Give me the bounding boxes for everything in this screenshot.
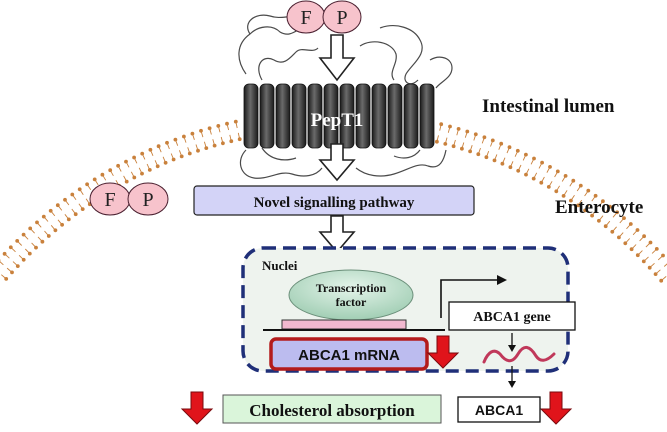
gene-to-mrna-arrow (508, 333, 516, 352)
cholesterol-absorption-box: Cholesterol absorption (222, 394, 442, 424)
mrna-wave (482, 346, 556, 364)
intestinal-lumen-label: Intestinal lumen (482, 96, 615, 117)
pept1-label: PepT1 (311, 110, 364, 131)
svg-text:Cholesterol absorption: Cholesterol absorption (249, 401, 415, 420)
molecule-f-left: F (89, 182, 131, 216)
abca1-decrease-arrow (539, 391, 573, 425)
pept1-transmembrane-helices (243, 83, 435, 149)
svg-text:ABCA1 gene: ABCA1 gene (473, 310, 550, 325)
abca1-mrna-box: ABCA1 mRNA (269, 337, 429, 371)
transcription-factor: Transcription factor (288, 269, 414, 321)
dna-strand (263, 275, 507, 331)
hollow-arrow-into-transporter (318, 34, 356, 82)
svg-text:F: F (300, 7, 311, 29)
mrna-decrease-arrow (426, 335, 460, 369)
svg-text:factor: factor (336, 295, 367, 309)
pept1-loops (238, 14, 453, 179)
mrna-to-protein-arrow (508, 366, 516, 388)
signalling-pathway-box: Novel signalling pathway (193, 185, 475, 216)
abca1-gene-box: ABCA1 gene (448, 301, 576, 331)
svg-text:P: P (142, 189, 153, 211)
nuclei-label: Nuclei (262, 258, 298, 273)
cholesterol-decrease-arrow (180, 391, 214, 425)
svg-text:F: F (104, 189, 115, 211)
enterocyte-label: Enterocyte (555, 197, 643, 218)
molecule-p-left: P (127, 182, 169, 216)
svg-text:Transcription: Transcription (316, 281, 387, 295)
hollow-arrow-to-nucleus (318, 215, 356, 254)
abca1-protein-box: ABCA1 (457, 396, 541, 423)
molecule-f-top: F (286, 0, 326, 34)
molecule-p-top: P (322, 0, 362, 34)
cell-membrane (0, 119, 667, 283)
svg-text:Novel signalling pathway: Novel signalling pathway (254, 195, 415, 211)
svg-text:ABCA1 mRNA: ABCA1 mRNA (298, 347, 400, 364)
hollow-arrow-to-pathway (318, 143, 356, 182)
svg-text:ABCA1: ABCA1 (475, 402, 523, 418)
svg-text:P: P (336, 7, 347, 29)
